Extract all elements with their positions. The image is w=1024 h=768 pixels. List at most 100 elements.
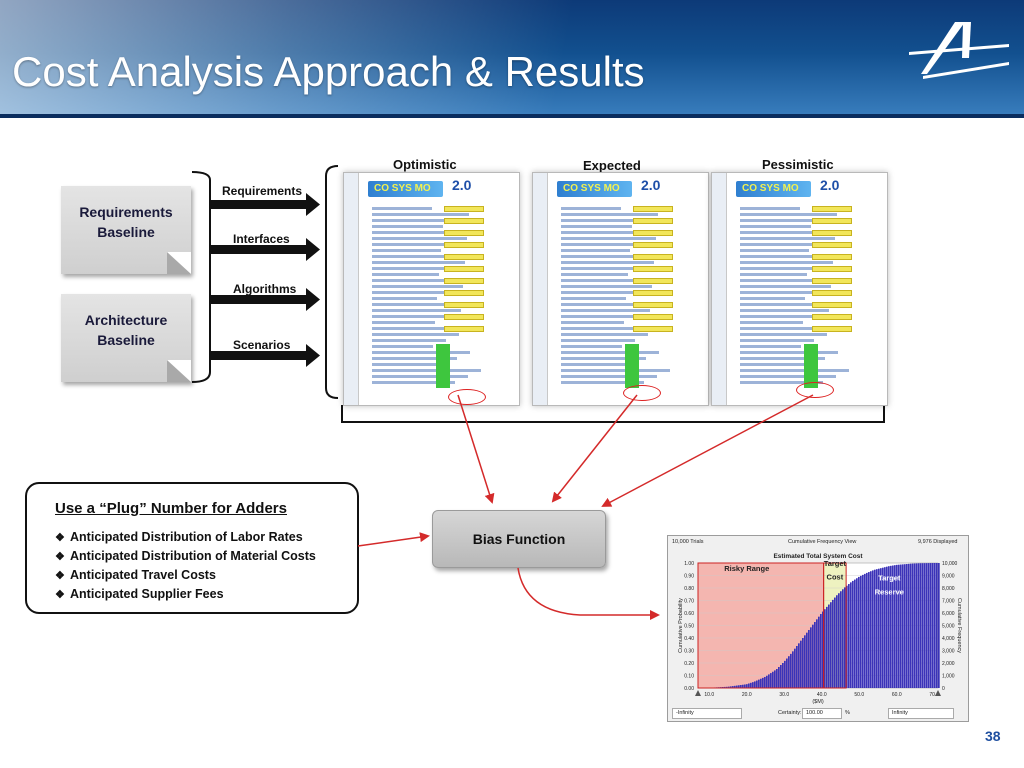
input-flow-graphic — [191, 165, 885, 423]
x-tick-label: 70.0 — [929, 692, 939, 698]
cumulative-bar — [784, 660, 786, 688]
banner-rule — [0, 114, 1024, 118]
plug-item: ❖ Anticipated Distribution of Material C… — [55, 549, 316, 563]
sheet-row — [561, 225, 632, 228]
cumulative-bar — [772, 671, 774, 688]
sheet-row — [372, 297, 437, 300]
sheet-row — [372, 321, 435, 324]
sheet-row — [561, 327, 661, 330]
case-label-expected: Expected — [583, 158, 641, 173]
sheet-cell — [633, 266, 673, 272]
sheet-row — [372, 225, 443, 228]
cumulative-bar — [752, 682, 754, 688]
diamond-bullet-icon: ❖ — [55, 589, 65, 601]
sheet-row — [740, 339, 814, 342]
plug-item-text: Anticipated Supplier Fees — [70, 587, 224, 601]
cumulative-bar — [852, 580, 854, 688]
cumulative-bar — [870, 571, 872, 688]
sheet-row — [561, 303, 663, 306]
crystal-ball-chart-window: 10,000 Trials Cumulative Frequency View … — [667, 535, 969, 722]
cumulative-bar — [840, 591, 842, 688]
right-bound-field[interactable]: Infinity — [888, 708, 954, 719]
certainty-field[interactable]: 100.00 — [802, 708, 842, 719]
sheet-cell — [444, 242, 484, 248]
cumulative-bar — [730, 686, 732, 688]
y-tick-label: 0.00 — [684, 686, 694, 692]
cumulative-bar — [898, 564, 900, 688]
cumulative-bar — [816, 619, 818, 688]
cumulative-bar — [900, 564, 902, 688]
cumulative-bar — [806, 632, 808, 688]
sheet-cell — [633, 206, 673, 212]
plug-item: ❖ Anticipated Travel Costs — [55, 568, 216, 582]
plug-item: ❖ Anticipated Supplier Fees — [55, 587, 224, 601]
page-curl-shadow — [167, 252, 191, 274]
sheet-cell — [633, 278, 673, 284]
sheet-cell — [804, 344, 818, 352]
result-highlight-oval — [623, 385, 661, 401]
sheet-cell — [812, 206, 852, 212]
cumulative-bar — [812, 624, 814, 688]
cumulative-bar — [830, 602, 832, 688]
sheet-row — [372, 219, 456, 222]
sheet-row — [372, 237, 467, 240]
certainty-unit: % — [845, 710, 850, 716]
sheet-cell — [444, 254, 484, 260]
sheet-row — [561, 279, 665, 282]
bias-function-box: Bias Function — [432, 510, 606, 568]
sheet-cell — [444, 314, 484, 320]
x-tick-label: 10.0 — [704, 692, 714, 698]
sheet-row — [561, 213, 658, 216]
sheet-row — [740, 237, 835, 240]
sheet-cell — [625, 374, 639, 382]
sheet-row — [372, 249, 441, 252]
y2-tick-label: 3,000 — [942, 649, 955, 655]
cumulative-bar — [726, 686, 728, 688]
left-bound-field[interactable]: -Infinity — [672, 708, 742, 719]
sheet-cell — [812, 254, 852, 260]
cumulative-frequency-chart: Estimated Total System Cost0.000.100.200… — [678, 553, 962, 705]
sheet-row — [561, 249, 630, 252]
sheet-row — [372, 303, 474, 306]
y-tick-label: 0.30 — [684, 649, 694, 655]
cumulative-bar — [936, 563, 938, 688]
sheet-cell — [436, 380, 450, 388]
architecture-baseline-note: Architecture Baseline — [61, 294, 191, 382]
sheet-cell — [812, 278, 852, 284]
sheet-row — [372, 333, 459, 336]
sheet-cell — [812, 290, 852, 296]
sheet-row — [372, 345, 433, 348]
cumulative-bar — [842, 589, 844, 688]
sheet-row — [561, 381, 644, 384]
sheet-row — [561, 207, 621, 210]
sheet-row — [372, 267, 452, 270]
sheet-cell — [436, 362, 450, 370]
sheet-row — [561, 363, 633, 366]
cumulative-bar — [928, 563, 930, 688]
cumulative-bar — [860, 575, 862, 688]
cumulative-bar — [924, 563, 926, 688]
plug-item-text: Anticipated Travel Costs — [70, 568, 216, 582]
sheet-row — [561, 357, 646, 360]
sheet-row — [561, 351, 659, 354]
sheet-cell — [436, 344, 450, 352]
sheet-cell — [633, 218, 673, 224]
sheet-row — [372, 291, 450, 294]
sheet-row — [740, 333, 827, 336]
cumulative-bar — [814, 622, 816, 688]
sheet-row — [740, 249, 809, 252]
sheet-cell — [444, 290, 484, 296]
cumulative-bar — [892, 565, 894, 688]
cumulative-bar — [894, 565, 896, 688]
sheet-cell — [812, 230, 852, 236]
y-tick-label: 0.50 — [684, 624, 694, 630]
sheet-row — [740, 273, 807, 276]
sheet-row — [372, 279, 476, 282]
row-gutter — [712, 173, 727, 405]
sheet-cell — [812, 302, 852, 308]
cumulative-bar — [896, 564, 898, 688]
sheet-row — [740, 345, 801, 348]
cumulative-bar — [910, 563, 912, 688]
sheet-row — [740, 363, 812, 366]
